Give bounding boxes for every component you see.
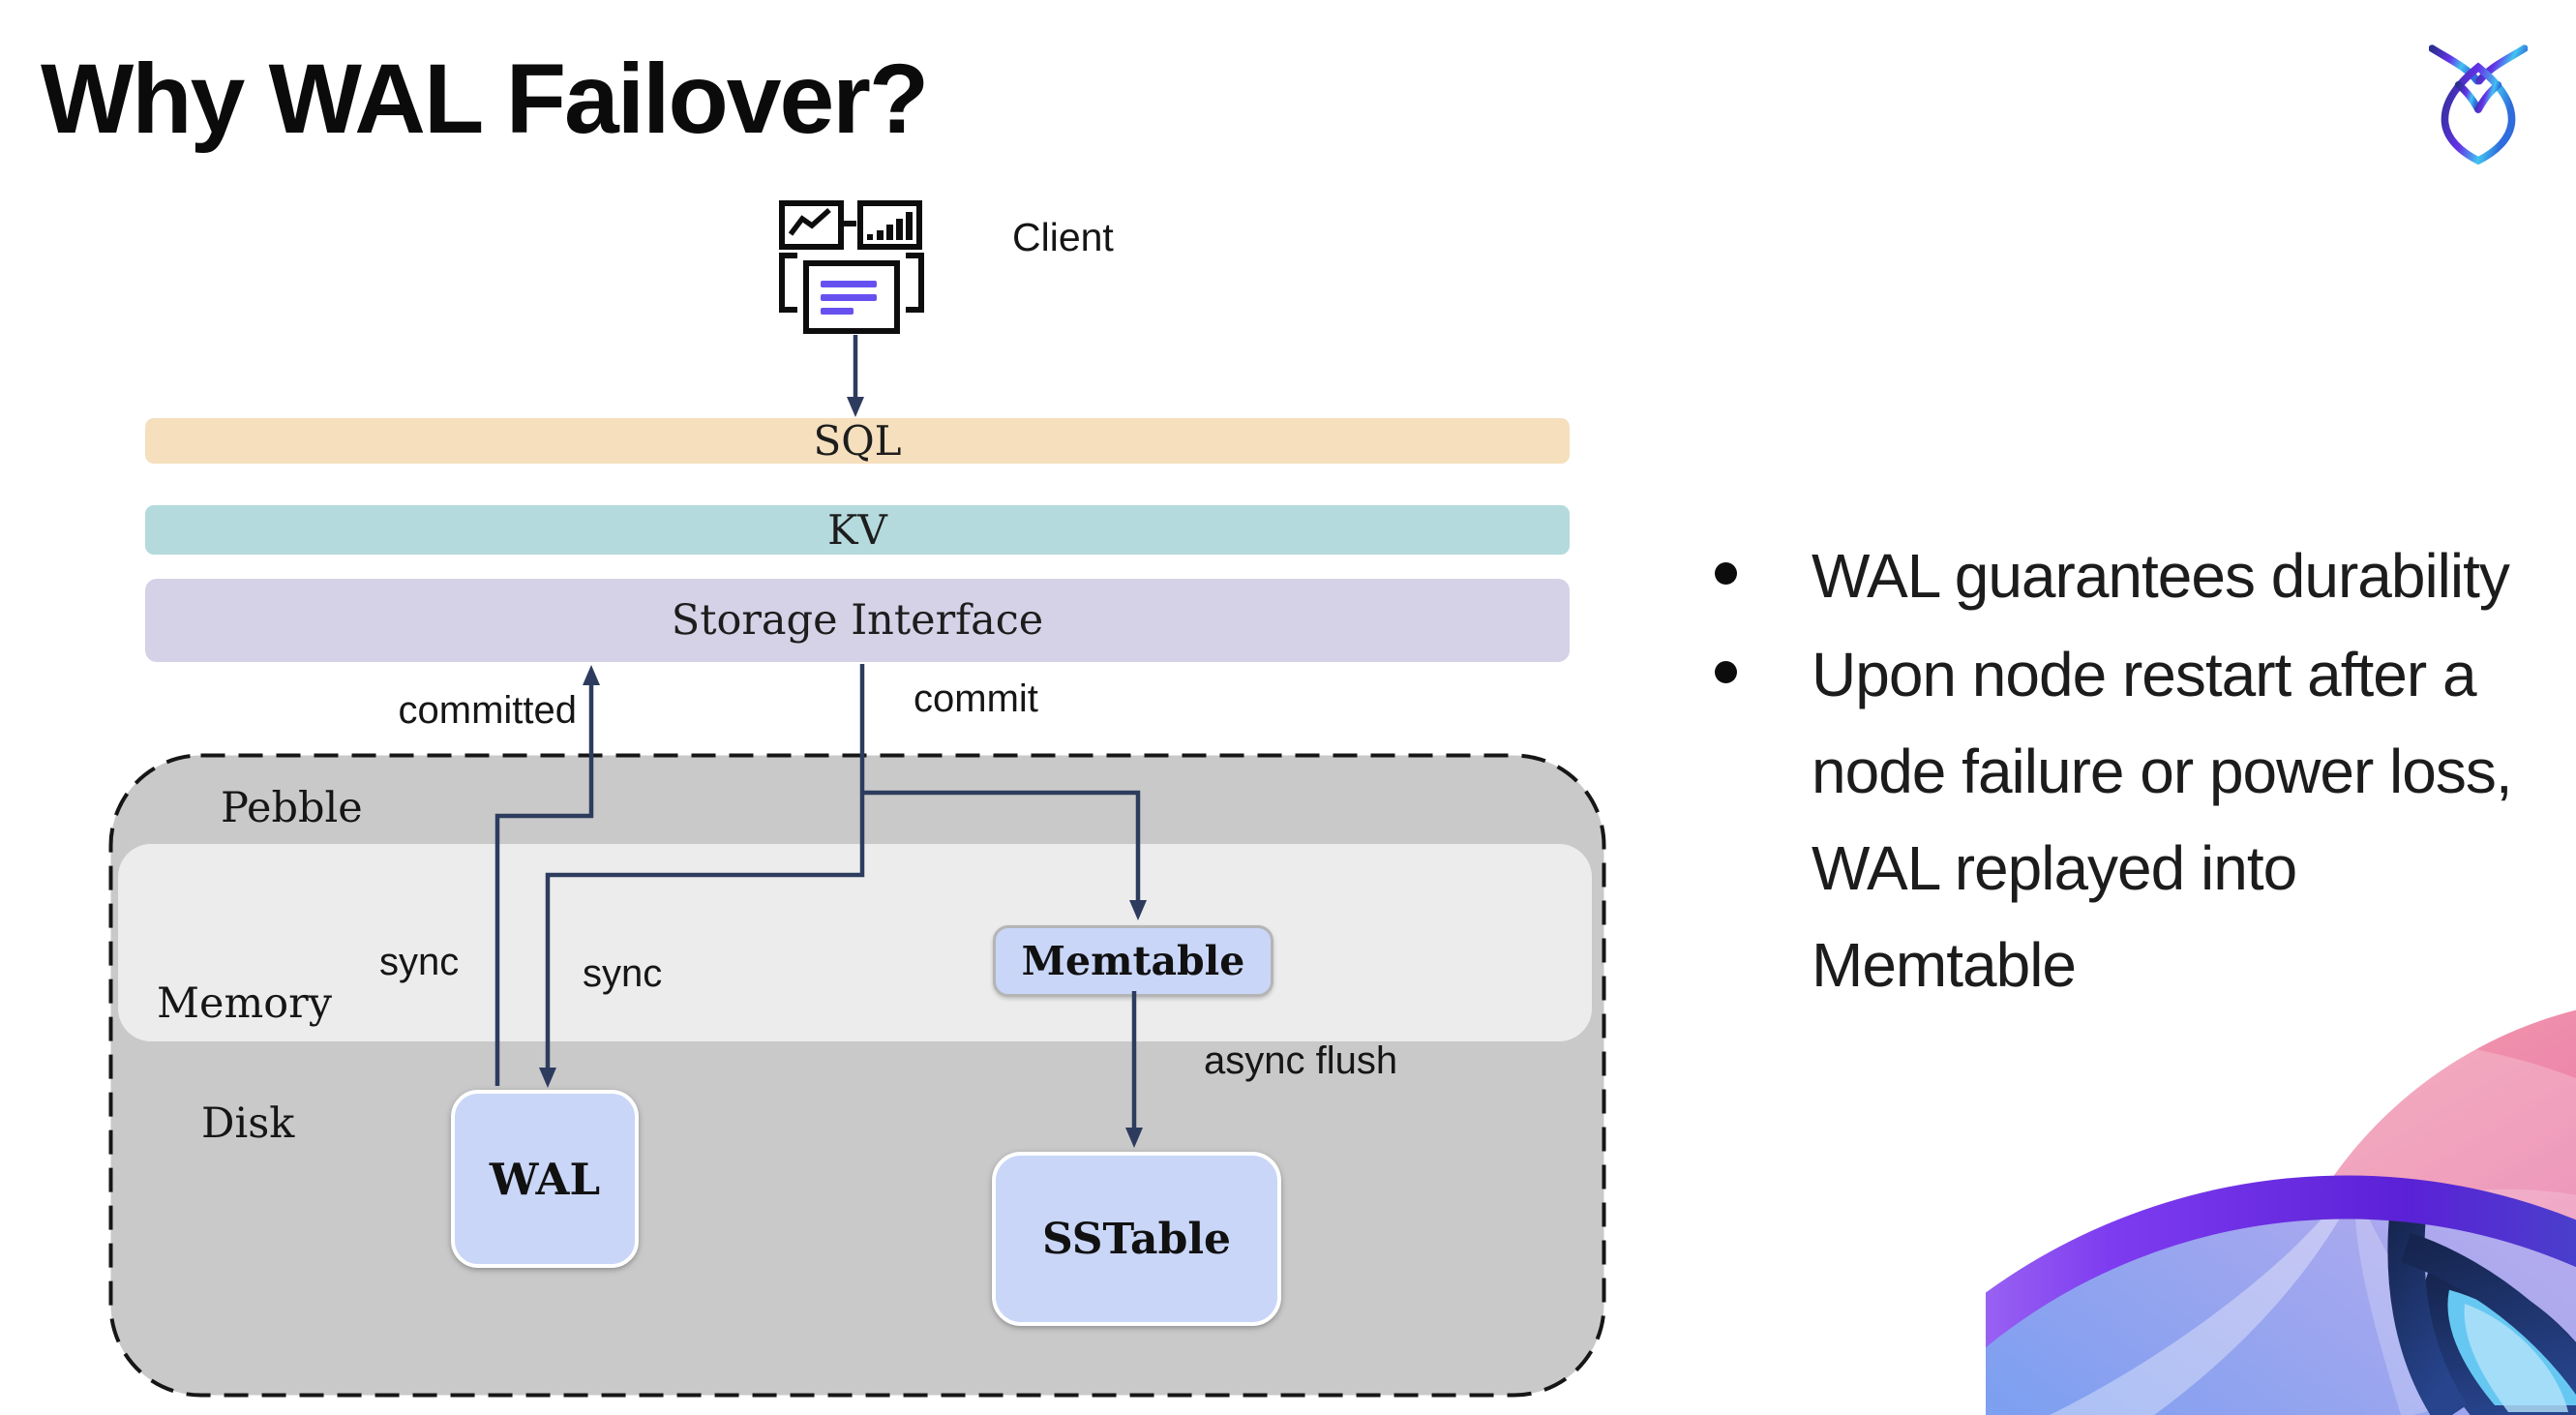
bullet-dot [1715,661,1737,683]
cockroachdb-logo-icon [2429,45,2528,165]
async-flush-label: async flush [1204,1039,1398,1082]
bullet-line: WAL guarantees durability [1812,541,2510,611]
layer-bar-storage-interface: Storage Interface [145,579,1570,662]
committed-label: committed [398,689,578,732]
pebble-label: Pebble [221,784,363,832]
bullet-line: Upon node restart after a [1812,640,2477,709]
commit-label: commit [914,677,1038,720]
disk-label: Disk [201,1099,295,1148]
page-title: Why WAL Failover? [41,44,929,154]
document-lines [821,281,877,315]
layer-bar-kv: KV [145,505,1570,555]
bullet-line: WAL replayed into Memtable [1812,833,2297,1000]
memtable-box: Memtable [993,925,1273,997]
memory-region [118,844,1592,1041]
bullet-dot [1715,562,1737,585]
sstable-box: SSTable [992,1152,1281,1326]
blue-dome [1986,1197,2576,1415]
sync-label-right: sync [583,952,663,995]
client-workstation-icon [779,200,924,334]
arrowhead-committed [583,665,600,685]
arrowhead-client [847,397,864,417]
bullet-item: WAL guarantees durability [1812,527,2510,624]
purple-ring [1986,1175,2576,1348]
layer-bar-sql: SQL [145,418,1570,464]
bullet-line: node failure or power loss, [1812,737,2513,806]
memory-label: Memory [157,979,332,1028]
wal-box: WAL [451,1090,639,1268]
bullet-item: Upon node restart after a node failure o… [1812,626,2576,1013]
client-label: Client [1012,215,1114,259]
sync-label-left: sync [379,941,460,983]
cockroachdb-brand-art [1986,997,2576,1415]
